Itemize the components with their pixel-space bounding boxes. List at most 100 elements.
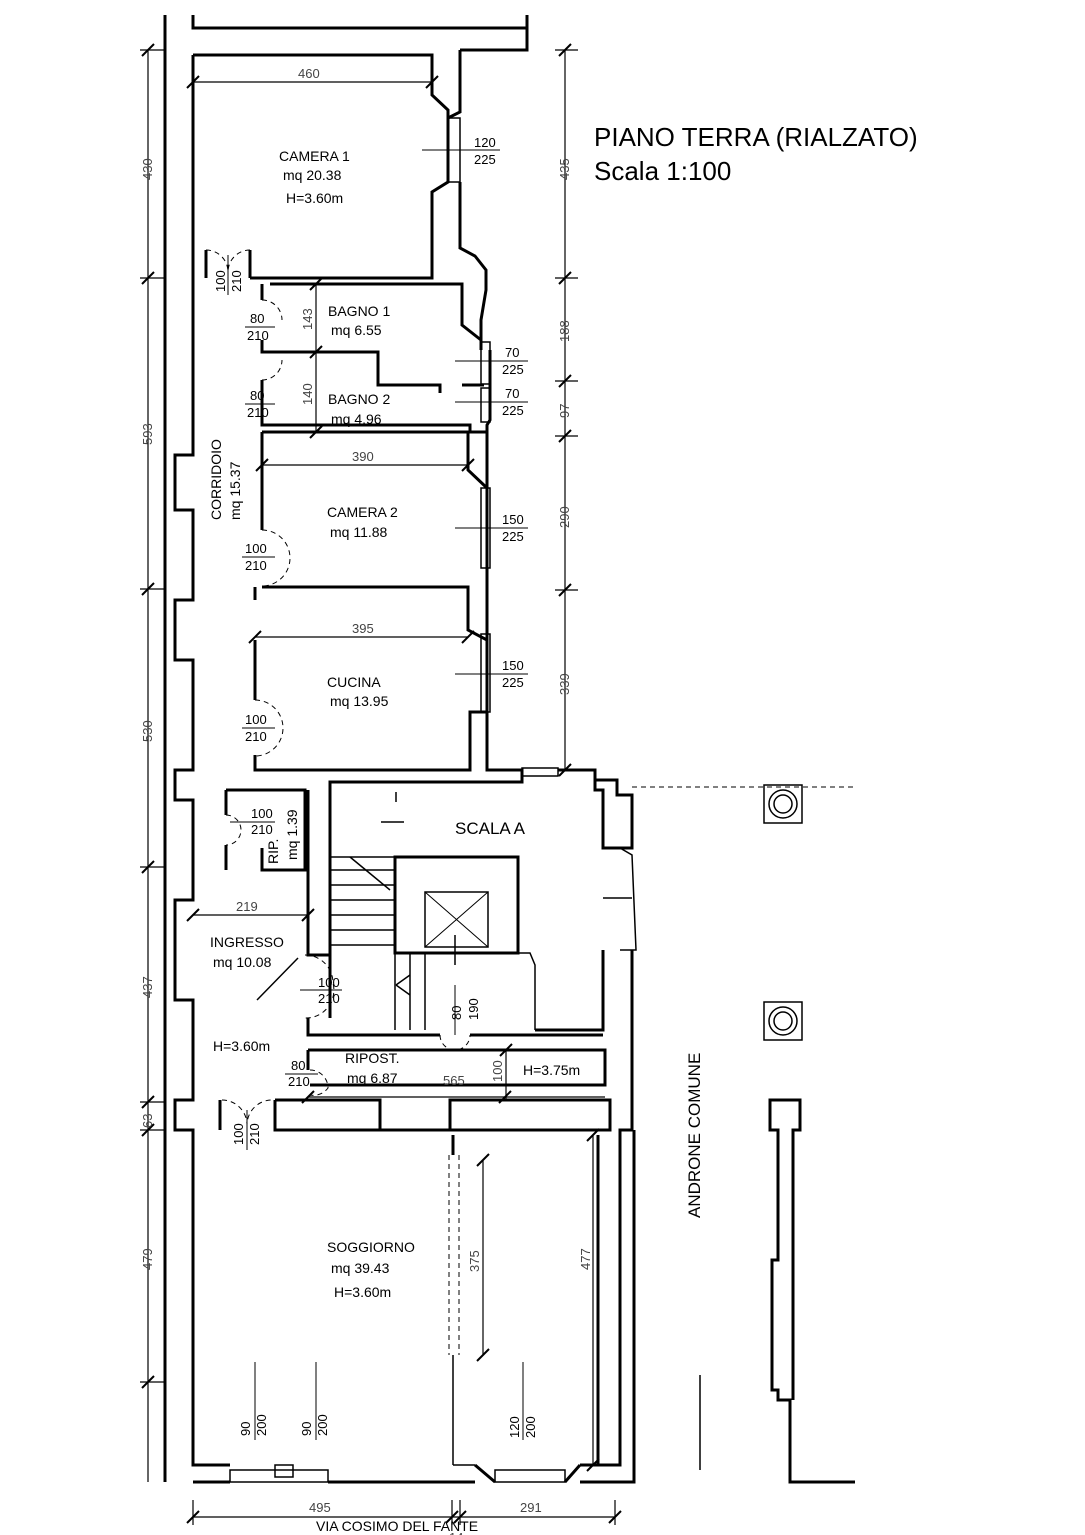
room-bagno-1: BAGNO 1 mq 6.55 — [328, 303, 390, 338]
stair-niche — [619, 847, 637, 951]
svg-text:565: 565 — [443, 1073, 465, 1088]
svg-text:225: 225 — [502, 675, 524, 690]
room-rip: RIP. mq 1.39 — [265, 809, 300, 864]
svg-text:225: 225 — [502, 403, 524, 418]
androne-label: ANDRONE COMUNE — [685, 1053, 704, 1218]
svg-text:530: 530 — [140, 720, 155, 742]
room-ripost: RIPOST. mq 6.87 H=3.75m — [345, 1050, 580, 1086]
room-bagno-2-area: mq 4.96 — [331, 411, 382, 427]
svg-text:200: 200 — [315, 1414, 330, 1436]
svg-text:210: 210 — [247, 405, 269, 420]
room-corridoio-area: mq 15.37 — [227, 461, 243, 520]
svg-text:593: 593 — [140, 423, 155, 445]
svg-text:140: 140 — [300, 383, 315, 405]
room-corridoio: CORRIDOIO mq 15.37 — [208, 439, 243, 520]
room-cucina-name: CUCINA — [327, 674, 381, 690]
svg-text:100: 100 — [490, 1060, 505, 1082]
room-ingresso: INGRESSO mq 10.08 H=3.60m — [210, 934, 284, 1054]
room-cucina: CUCINA mq 13.95 — [327, 674, 389, 709]
room-bagno-2: BAGNO 2 mq 4.96 — [328, 391, 390, 427]
svg-text:97: 97 — [557, 404, 572, 418]
svg-text:190: 190 — [466, 998, 481, 1020]
room-soggiorno: SOGGIORNO mq 39.43 H=3.60m — [327, 1239, 415, 1300]
svg-text:80: 80 — [250, 311, 264, 326]
room-soggiorno-name: SOGGIORNO — [327, 1239, 415, 1255]
svg-text:100: 100 — [318, 975, 340, 990]
room-rip-area: mq 1.39 — [284, 809, 300, 860]
room-ripost-name: RIPOST. — [345, 1050, 399, 1066]
room-corridoio-name: CORRIDOIO — [208, 439, 224, 520]
left-dimension-chain: 430 593 530 437 63 479 — [140, 43, 165, 1482]
column-bottom — [763, 1001, 803, 1041]
svg-text:100: 100 — [245, 541, 267, 556]
svg-text:210: 210 — [288, 1074, 310, 1089]
room-camera-1: CAMERA 1 mq 20.38 H=3.60m — [279, 148, 350, 206]
room-cucina-area: mq 13.95 — [330, 693, 389, 709]
street-name: VIA COSIMO DEL FANTE — [316, 1518, 478, 1534]
svg-text:80: 80 — [449, 1006, 464, 1020]
windows — [229, 117, 582, 1484]
svg-text:210: 210 — [245, 558, 267, 573]
room-soggiorno-area: mq 39.43 — [331, 1260, 390, 1276]
room-scala-a-name: SCALA A — [455, 819, 526, 838]
svg-text:390: 390 — [352, 449, 374, 464]
svg-text:339: 339 — [557, 673, 572, 695]
plan-title: PIANO TERRA (RIALZATO) — [594, 122, 918, 152]
svg-text:90: 90 — [238, 1422, 253, 1436]
lift-cabin — [424, 891, 489, 948]
svg-text:100: 100 — [213, 270, 228, 292]
svg-text:150: 150 — [502, 658, 524, 673]
bottom-dimension-chain: 495 14 291 — [186, 1500, 622, 1535]
room-camera-1-name: CAMERA 1 — [279, 148, 350, 164]
room-soggiorno-height: H=3.60m — [334, 1284, 391, 1300]
room-camera-2: CAMERA 2 mq 11.88 — [327, 504, 398, 540]
room-rip-name: RIP. — [265, 839, 281, 864]
svg-text:63: 63 — [140, 1114, 155, 1128]
svg-text:200: 200 — [254, 1414, 269, 1436]
room-ripost-height: H=3.75m — [523, 1062, 580, 1078]
svg-text:210: 210 — [318, 991, 340, 1006]
svg-text:70: 70 — [505, 345, 519, 360]
room-camera-1-area: mq 20.38 — [283, 167, 342, 183]
svg-text:188: 188 — [557, 320, 572, 342]
top-boundary-wall — [191, 15, 529, 30]
svg-text:210: 210 — [251, 822, 273, 837]
svg-text:120: 120 — [474, 135, 496, 150]
room-ingresso-name: INGRESSO — [210, 934, 284, 950]
neighbour-wall-top-right — [460, 28, 529, 52]
room-camera-2-name: CAMERA 2 — [327, 504, 398, 520]
svg-text:225: 225 — [502, 529, 524, 544]
room-camera-2-area: mq 11.88 — [330, 524, 388, 540]
svg-text:291: 291 — [520, 1500, 542, 1515]
svg-text:479: 479 — [140, 1248, 155, 1270]
androne-right-wall — [768, 1098, 855, 1484]
svg-text:90: 90 — [299, 1422, 314, 1436]
room-ripost-area: mq 6.87 — [347, 1070, 398, 1086]
room-bagno-2-name: BAGNO 2 — [328, 391, 390, 407]
opening-labels: 120 225 70 225 70 225 150 225 150 225 10… — [213, 135, 538, 1440]
svg-text:477: 477 — [578, 1248, 593, 1270]
svg-text:100: 100 — [245, 712, 267, 727]
room-ingresso-area: mq 10.08 — [213, 954, 272, 970]
room-ingresso-height: H=3.60m — [213, 1038, 270, 1054]
svg-text:14: 14 — [449, 1530, 463, 1535]
svg-text:430: 430 — [140, 158, 155, 180]
svg-text:225: 225 — [474, 152, 496, 167]
svg-text:200: 200 — [523, 1416, 538, 1438]
plan-scale: Scala 1:100 — [594, 156, 731, 186]
svg-text:120: 120 — [507, 1416, 522, 1438]
svg-text:495: 495 — [309, 1500, 331, 1515]
soggiorno-partition — [448, 1155, 460, 1355]
svg-text:375: 375 — [467, 1250, 482, 1272]
svg-text:435: 435 — [557, 158, 572, 180]
svg-text:210: 210 — [229, 270, 244, 292]
svg-text:225: 225 — [502, 362, 524, 377]
column-top — [763, 784, 803, 824]
room-bagno-1-name: BAGNO 1 — [328, 303, 390, 319]
room-bagno-1-area: mq 6.55 — [331, 322, 382, 338]
svg-text:80: 80 — [250, 388, 264, 403]
svg-text:80: 80 — [291, 1058, 305, 1073]
staircase — [330, 856, 536, 1030]
svg-text:210: 210 — [247, 1123, 262, 1145]
